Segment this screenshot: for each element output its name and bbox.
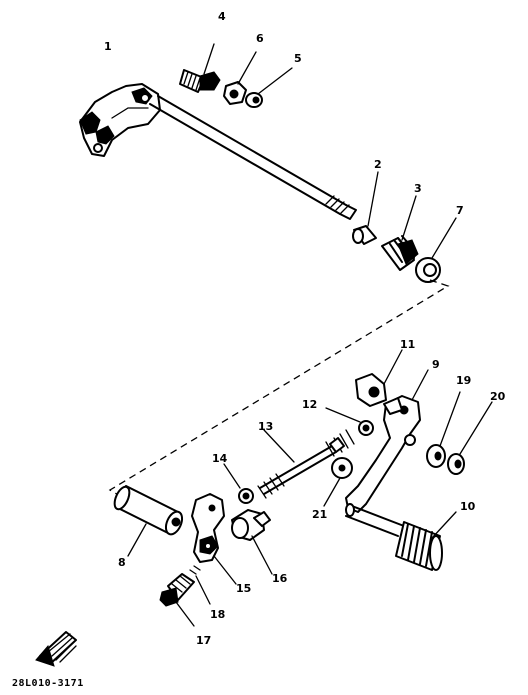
label-part-3: 3 bbox=[414, 182, 422, 195]
label-part-20: 20 bbox=[490, 390, 506, 403]
part-2-collar bbox=[352, 171, 379, 245]
label-part-10: 10 bbox=[460, 500, 476, 513]
part-10-pedal-rubber bbox=[345, 503, 457, 571]
part-6-nut bbox=[223, 51, 257, 105]
part-15-shift-lever bbox=[191, 493, 237, 585]
shift-shaft-rod bbox=[149, 95, 357, 220]
part-17-bolt bbox=[159, 573, 195, 627]
part-19-washer bbox=[426, 391, 461, 468]
label-part-21: 21 bbox=[312, 508, 327, 521]
part-5-washer bbox=[245, 67, 293, 108]
label-part-16: 16 bbox=[272, 572, 288, 585]
front-direction-arrow-icon bbox=[35, 631, 77, 667]
part-11-cap-nut bbox=[355, 349, 403, 407]
label-part-19: 19 bbox=[456, 374, 471, 387]
part-20-circlip bbox=[447, 401, 493, 475]
label-part-5: 5 bbox=[294, 52, 302, 65]
label-part-15: 15 bbox=[236, 582, 251, 595]
part-18-spring-washer bbox=[189, 565, 211, 605]
label-part-17: 17 bbox=[196, 634, 211, 647]
drawing-code: 28L010-3171 bbox=[12, 678, 84, 689]
part-9-pedal-arm bbox=[345, 369, 429, 513]
part-21-washer bbox=[323, 457, 353, 507]
label-part-9: 9 bbox=[432, 358, 440, 371]
part-13-shift-rod bbox=[257, 429, 355, 499]
assembly-guide-line bbox=[108, 279, 450, 497]
part-8-sleeve bbox=[113, 485, 184, 557]
label-part-11: 11 bbox=[400, 338, 415, 351]
part-number-labels: 1 2 3 4 5 6 7 8 9 10 11 12 13 14 15 16 1… bbox=[104, 10, 506, 647]
part-4-bolt bbox=[179, 43, 221, 93]
label-part-8: 8 bbox=[118, 556, 126, 569]
part-1-shift-arm bbox=[79, 83, 161, 157]
label-part-7: 7 bbox=[456, 204, 464, 217]
label-part-13: 13 bbox=[258, 420, 273, 433]
label-part-14: 14 bbox=[212, 452, 228, 465]
label-part-18: 18 bbox=[210, 608, 225, 621]
shift-pedal-assembly bbox=[113, 349, 493, 627]
part-16-joint-end bbox=[231, 509, 273, 575]
shift-shaft-assembly bbox=[79, 43, 457, 497]
label-part-2: 2 bbox=[374, 158, 382, 171]
part-14-nut bbox=[223, 463, 254, 504]
part-12-nut bbox=[325, 407, 374, 436]
part-3-spring bbox=[381, 195, 419, 271]
label-part-6: 6 bbox=[256, 32, 264, 45]
label-part-1: 1 bbox=[104, 40, 112, 53]
label-part-4: 4 bbox=[218, 10, 226, 23]
part-7-oil-seal bbox=[415, 217, 457, 283]
label-part-12: 12 bbox=[302, 398, 317, 411]
